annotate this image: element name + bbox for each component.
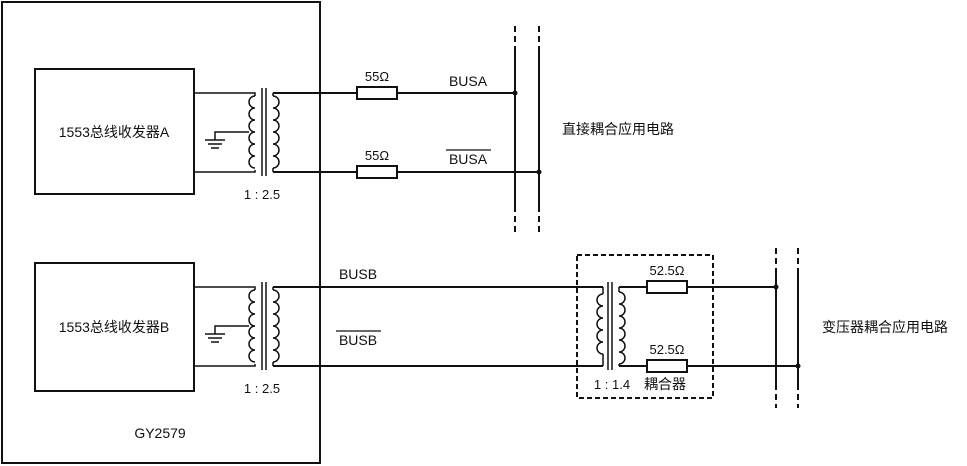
transformer-a-ratio: 1 : 2.5	[244, 187, 280, 202]
resistor-coupler-top	[646, 280, 688, 294]
coupler-ratio: 1 : 1.4	[594, 377, 630, 392]
direct-coupling-label: 直接耦合应用电路	[562, 121, 674, 137]
busa-bar-label: BUSA	[449, 151, 488, 167]
coupler-box	[576, 254, 714, 399]
resistor-coupler-top-label: 52.5Ω	[649, 263, 684, 278]
resistor-coupler-bottom-label: 52.5Ω	[649, 342, 684, 357]
resistor-busa	[356, 86, 398, 100]
busb-bar-label: BUSB	[339, 332, 377, 348]
transformer-coupling-label: 变压器耦合应用电路	[822, 319, 948, 335]
coupler-transformer	[596, 282, 626, 370]
resistor-busa-label: 55Ω	[365, 69, 389, 84]
transceiver-b-label: 1553总线收发器B	[59, 319, 169, 335]
ground-icon	[205, 139, 225, 149]
resistor-coupler-bottom	[646, 359, 688, 373]
coupler-label: 耦合器	[644, 376, 686, 392]
chip-label: GY2579	[134, 425, 186, 441]
resistor-busa-bar	[356, 165, 398, 179]
direct-bus-lines	[512, 26, 542, 236]
transceiver-a-label: 1553总线收发器A	[59, 124, 170, 140]
ground-icon	[205, 333, 225, 343]
transceiver-b-box	[34, 262, 195, 392]
transformer-b-ratio: 1 : 2.5	[244, 381, 280, 396]
busa-label: BUSA	[449, 73, 488, 89]
chip-boundary	[1, 1, 321, 464]
resistor-busa-bar-label: 55Ω	[365, 148, 389, 163]
transceiver-a-box	[34, 68, 195, 195]
busb-label: BUSB	[339, 266, 377, 282]
transformer-b	[194, 282, 280, 370]
transformer-bus-lines	[773, 248, 801, 408]
transformer-a	[194, 88, 280, 176]
